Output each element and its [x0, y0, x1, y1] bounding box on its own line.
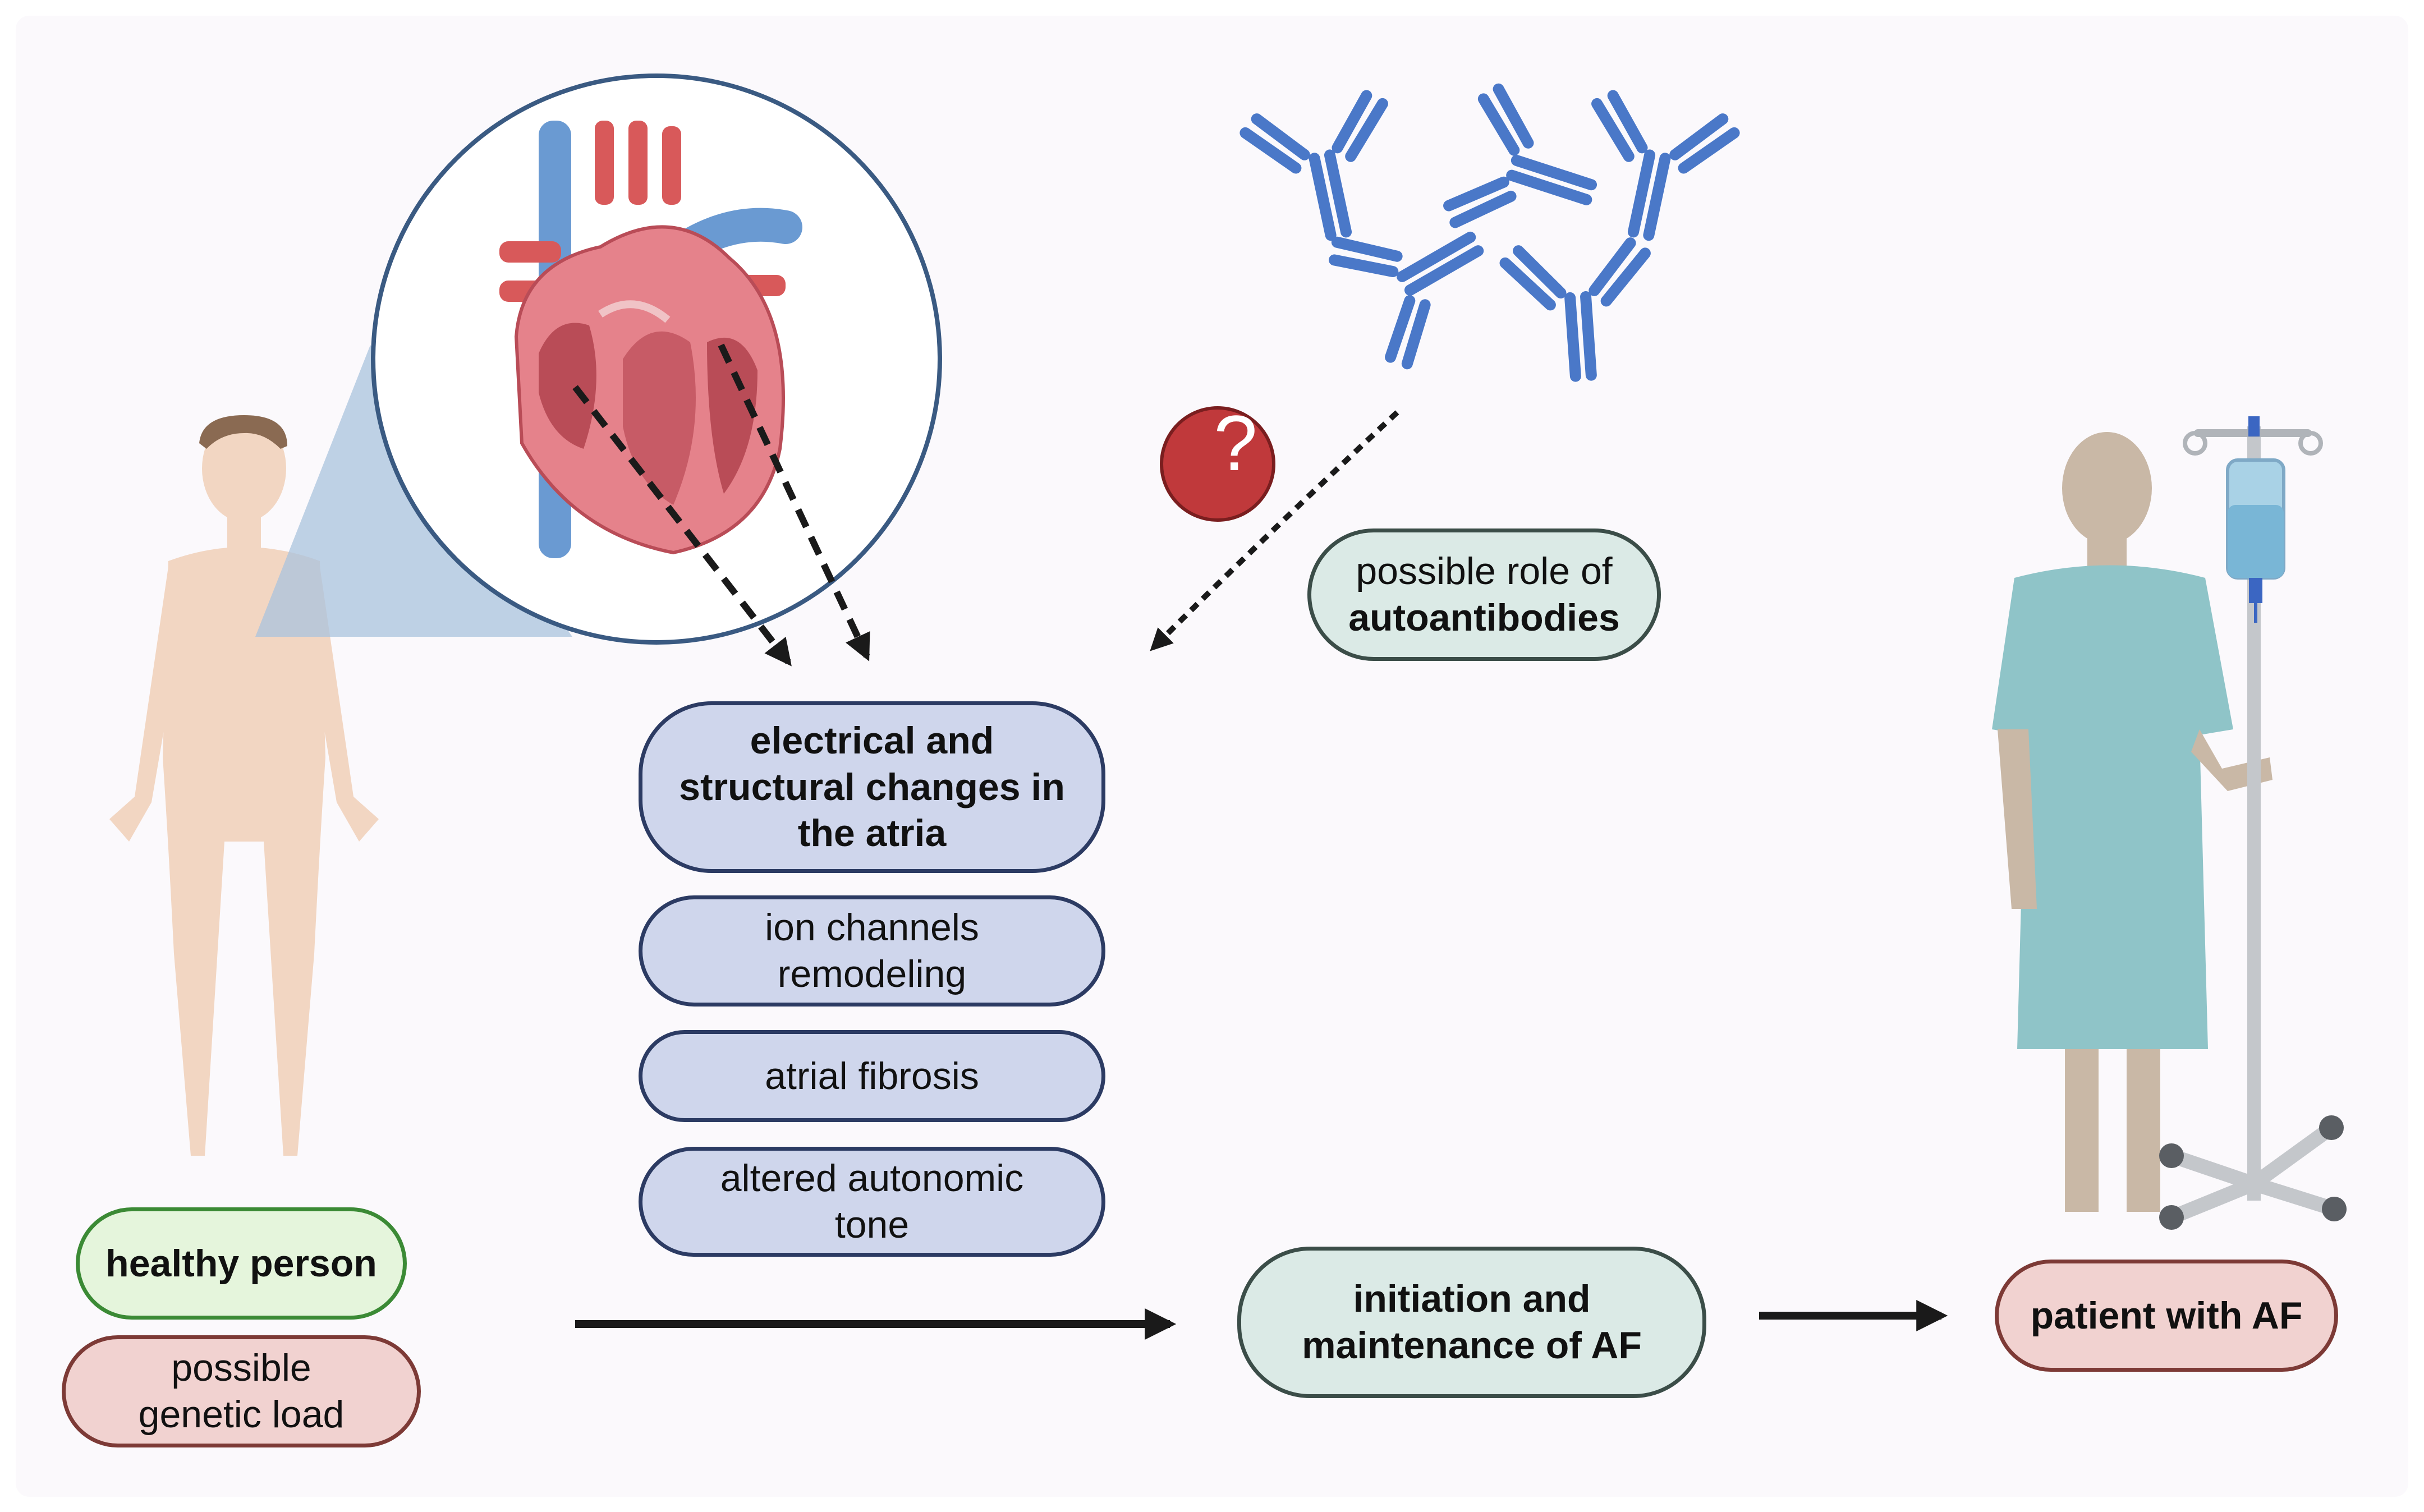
patient-with-af-box: patient with AF — [1995, 1260, 2338, 1372]
initiation-maintenance-label: initiation and maintenance of AF — [1302, 1277, 1642, 1367]
ion-channels-label: ion channels remodeling — [765, 906, 979, 995]
atrial-fibrosis-label: atrial fibrosis — [765, 1054, 979, 1097]
patient-with-af-label: patient with AF — [2030, 1294, 2303, 1337]
electrical-structural-changes-label: electrical and structural changes in the… — [679, 719, 1065, 855]
atrial-fibrosis-box: atrial fibrosis — [639, 1030, 1105, 1122]
autoantibodies-label: autoantibodies — [1348, 596, 1620, 639]
question-mark-label: ? — [1214, 399, 1257, 487]
heart-anatomy-icon — [371, 73, 942, 645]
antibody-icon — [1243, 86, 1736, 381]
heart-to-changes-arrow-1 — [572, 385, 792, 667]
genetic-load-box: possible genetic load — [62, 1335, 421, 1447]
autoantibodies-prefix: possible role of — [1356, 550, 1613, 593]
healthy-person-label: healthy person — [105, 1242, 377, 1285]
ion-channels-box: ion channels remodeling — [639, 895, 1105, 1007]
hospital-patient-icon — [1992, 432, 2272, 1212]
autonomic-tone-box: altered autonomic tone — [639, 1147, 1105, 1257]
healthy-person-icon — [109, 415, 379, 1156]
initiation-maintenance-box: initiation and maintenance of AF — [1237, 1247, 1706, 1398]
autoantibodies-box: possible role of autoantibodies — [1307, 528, 1661, 661]
question-badge — [1160, 406, 1275, 522]
healthy-person-box: healthy person — [76, 1207, 407, 1320]
iv-drip-stand-icon — [2159, 416, 2347, 1230]
autoantibodies-arrow — [1150, 410, 1399, 651]
heart-to-changes-arrow-2 — [718, 343, 870, 661]
autonomic-tone-label: altered autonomic tone — [720, 1157, 1024, 1246]
electrical-structural-changes-box: electrical and structural changes in the… — [639, 701, 1105, 873]
genetic-load-label: possible genetic load — [138, 1346, 345, 1436]
